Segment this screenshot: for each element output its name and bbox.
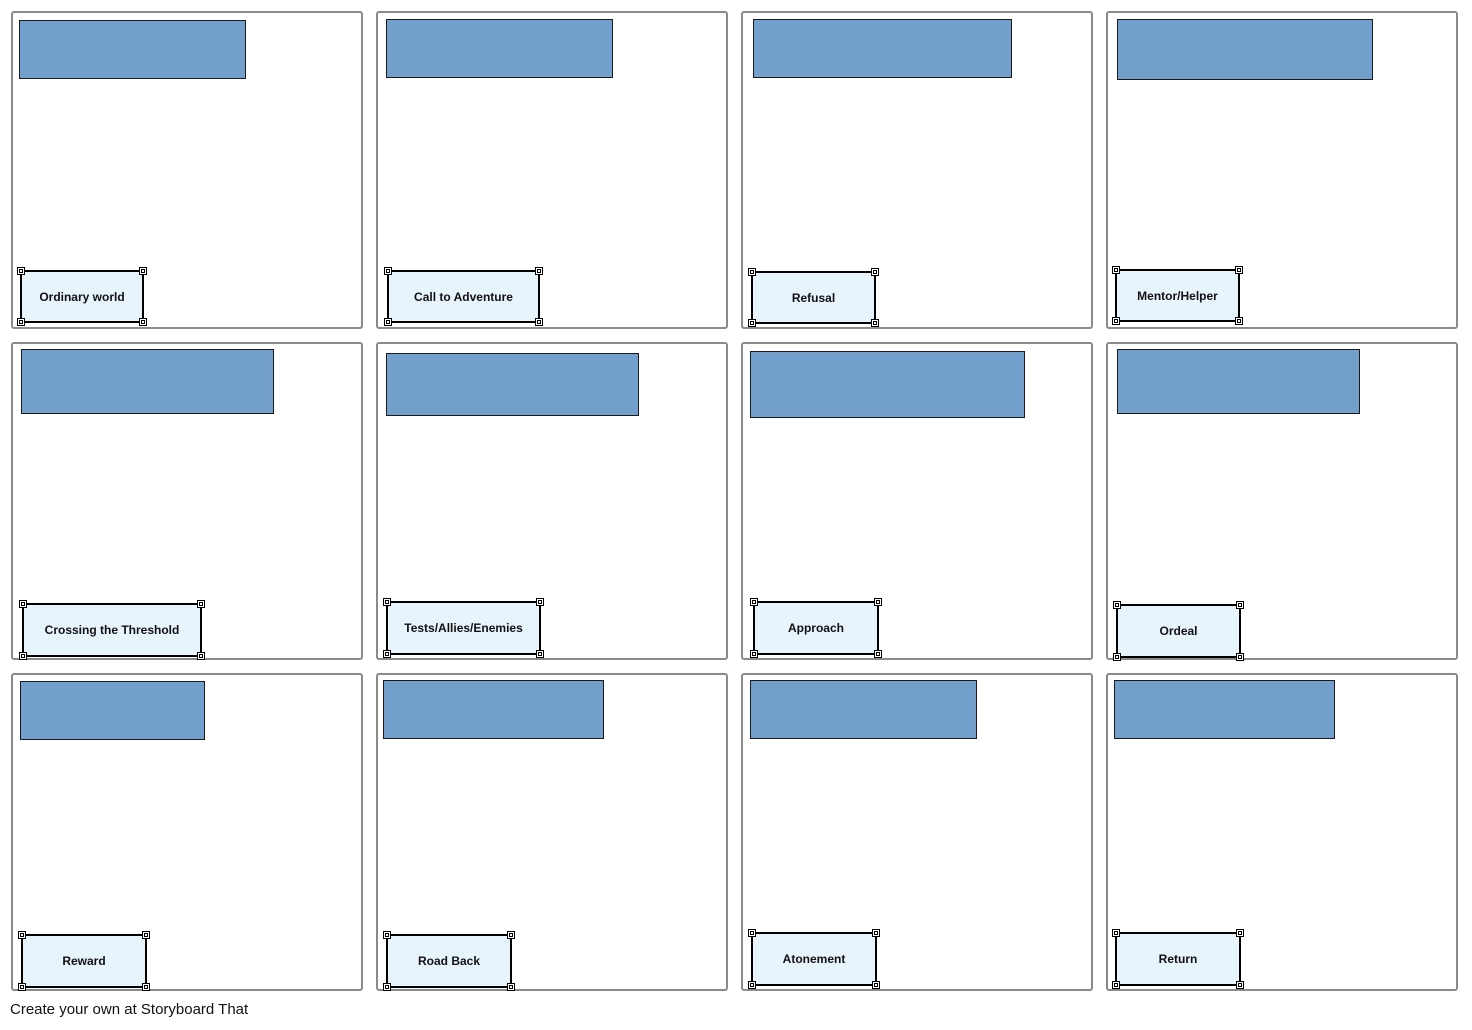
cell-label-box[interactable]: Mentor/Helper bbox=[1112, 266, 1243, 325]
storyboard-cell-9[interactable]: Reward bbox=[11, 673, 363, 991]
cell-label-box[interactable]: Road Back bbox=[383, 931, 515, 991]
storyboard-cell-12[interactable]: Return bbox=[1106, 673, 1458, 991]
cell-label-box[interactable]: Approach bbox=[750, 598, 882, 658]
cell-title-box[interactable] bbox=[383, 680, 604, 739]
resize-handle-top-right[interactable] bbox=[142, 931, 150, 939]
resize-handle-top-right[interactable] bbox=[1236, 929, 1244, 937]
cell-title-box[interactable] bbox=[386, 353, 639, 416]
resize-handle-bottom-right[interactable] bbox=[535, 318, 543, 326]
cell-label-box[interactable]: Atonement bbox=[748, 929, 880, 989]
resize-handle-bottom-right[interactable] bbox=[874, 650, 882, 658]
resize-handle-top-right[interactable] bbox=[535, 267, 543, 275]
cell-label-text: Return bbox=[1158, 952, 1198, 966]
resize-handle-bottom-left[interactable] bbox=[19, 652, 27, 660]
cell-label-box[interactable]: Reward bbox=[18, 931, 150, 991]
resize-handle-bottom-right[interactable] bbox=[536, 650, 544, 658]
resize-handle-bottom-left[interactable] bbox=[748, 319, 756, 327]
resize-handle-bottom-left[interactable] bbox=[750, 650, 758, 658]
resize-handle-bottom-right[interactable] bbox=[1236, 981, 1244, 989]
cell-label-box[interactable]: Ordinary world bbox=[17, 267, 147, 326]
cell-title-box[interactable] bbox=[386, 19, 613, 78]
resize-handle-bottom-left[interactable] bbox=[383, 983, 391, 991]
resize-handle-bottom-right[interactable] bbox=[871, 319, 879, 327]
storyboard-cell-11[interactable]: Atonement bbox=[741, 673, 1093, 991]
cell-label-box[interactable]: Return bbox=[1112, 929, 1244, 989]
resize-handle-top-right[interactable] bbox=[197, 600, 205, 608]
resize-handle-top-left[interactable] bbox=[1112, 266, 1120, 274]
cell-title-box[interactable] bbox=[1117, 349, 1360, 414]
storyboard-grid: Ordinary world Call to Adventure Refusal bbox=[11, 11, 1458, 991]
resize-handle-bottom-left[interactable] bbox=[17, 318, 25, 326]
cell-label-text: Ordinary world bbox=[39, 289, 125, 304]
cell-title-box[interactable] bbox=[1117, 19, 1373, 80]
resize-handle-top-right[interactable] bbox=[872, 929, 880, 937]
resize-handle-bottom-right[interactable] bbox=[1236, 653, 1244, 661]
resize-handle-top-left[interactable] bbox=[383, 931, 391, 939]
cell-label-text: Ordeal bbox=[1159, 624, 1198, 638]
resize-handle-top-right[interactable] bbox=[507, 931, 515, 939]
cell-label-text: Atonement bbox=[782, 952, 846, 966]
cell-label-text: Mentor/Helper bbox=[1137, 288, 1218, 303]
cell-label-text: Crossing the Threshold bbox=[44, 623, 180, 637]
resize-handle-bottom-left[interactable] bbox=[383, 650, 391, 658]
resize-handle-bottom-right[interactable] bbox=[1235, 317, 1243, 325]
cell-label-text: Road Back bbox=[417, 954, 481, 968]
footer-credit: Create your own at Storyboard That bbox=[10, 1001, 249, 1018]
storyboard-cell-7[interactable]: Approach bbox=[741, 342, 1093, 660]
cell-title-box[interactable] bbox=[753, 19, 1012, 78]
cell-label-text: Approach bbox=[787, 621, 844, 635]
resize-handle-top-left[interactable] bbox=[384, 267, 392, 275]
cell-label-box[interactable]: Refusal bbox=[748, 268, 879, 327]
resize-handle-bottom-right[interactable] bbox=[139, 318, 147, 326]
resize-handle-top-left[interactable] bbox=[17, 267, 25, 275]
resize-handle-bottom-left[interactable] bbox=[1113, 653, 1121, 661]
resize-handle-bottom-left[interactable] bbox=[1112, 317, 1120, 325]
cell-label-box[interactable]: Tests/Allies/Enemies bbox=[383, 598, 544, 658]
resize-handle-bottom-left[interactable] bbox=[384, 318, 392, 326]
cell-label-box[interactable]: Crossing the Threshold bbox=[19, 600, 205, 660]
resize-handle-top-left[interactable] bbox=[19, 600, 27, 608]
cell-title-box[interactable] bbox=[1114, 680, 1335, 739]
resize-handle-top-left[interactable] bbox=[748, 268, 756, 276]
cell-label-text: Refusal bbox=[791, 290, 836, 305]
resize-handle-top-left[interactable] bbox=[750, 598, 758, 606]
resize-handle-top-left[interactable] bbox=[748, 929, 756, 937]
resize-handle-top-left[interactable] bbox=[383, 598, 391, 606]
resize-handle-top-left[interactable] bbox=[18, 931, 26, 939]
resize-handle-top-right[interactable] bbox=[874, 598, 882, 606]
resize-handle-top-left[interactable] bbox=[1112, 929, 1120, 937]
resize-handle-top-left[interactable] bbox=[1113, 601, 1121, 609]
cell-title-box[interactable] bbox=[20, 681, 205, 740]
storyboard-cell-10[interactable]: Road Back bbox=[376, 673, 728, 991]
cell-title-box[interactable] bbox=[19, 20, 246, 79]
resize-handle-bottom-left[interactable] bbox=[748, 981, 756, 989]
storyboard-cell-8[interactable]: Ordeal bbox=[1106, 342, 1458, 661]
cell-label-text: Reward bbox=[62, 954, 106, 968]
resize-handle-top-right[interactable] bbox=[536, 598, 544, 606]
resize-handle-top-right[interactable] bbox=[1236, 601, 1244, 609]
cell-label-text: Call to Adventure bbox=[414, 289, 513, 304]
resize-handle-bottom-right[interactable] bbox=[872, 981, 880, 989]
cell-label-box[interactable]: Ordeal bbox=[1113, 601, 1244, 661]
storyboard-cell-6[interactable]: Tests/Allies/Enemies bbox=[376, 342, 728, 660]
resize-handle-bottom-right[interactable] bbox=[197, 652, 205, 660]
storyboard-cell-4[interactable]: Mentor/Helper bbox=[1106, 11, 1458, 329]
cell-label-text: Tests/Allies/Enemies bbox=[404, 621, 523, 635]
cell-label-box[interactable]: Call to Adventure bbox=[384, 267, 543, 326]
resize-handle-bottom-left[interactable] bbox=[1112, 981, 1120, 989]
resize-handle-top-right[interactable] bbox=[1235, 266, 1243, 274]
resize-handle-top-right[interactable] bbox=[871, 268, 879, 276]
cell-title-box[interactable] bbox=[750, 680, 977, 739]
storyboard-cell-1[interactable]: Ordinary world bbox=[11, 11, 363, 329]
resize-handle-bottom-right[interactable] bbox=[142, 983, 150, 991]
storyboard-cell-2[interactable]: Call to Adventure bbox=[376, 11, 728, 329]
cell-title-box[interactable] bbox=[21, 349, 274, 414]
storyboard-cell-5[interactable]: Crossing the Threshold bbox=[11, 342, 363, 660]
resize-handle-bottom-right[interactable] bbox=[507, 983, 515, 991]
resize-handle-top-right[interactable] bbox=[139, 267, 147, 275]
cell-title-box[interactable] bbox=[750, 351, 1025, 418]
resize-handle-bottom-left[interactable] bbox=[18, 983, 26, 991]
storyboard-cell-3[interactable]: Refusal bbox=[741, 11, 1093, 329]
